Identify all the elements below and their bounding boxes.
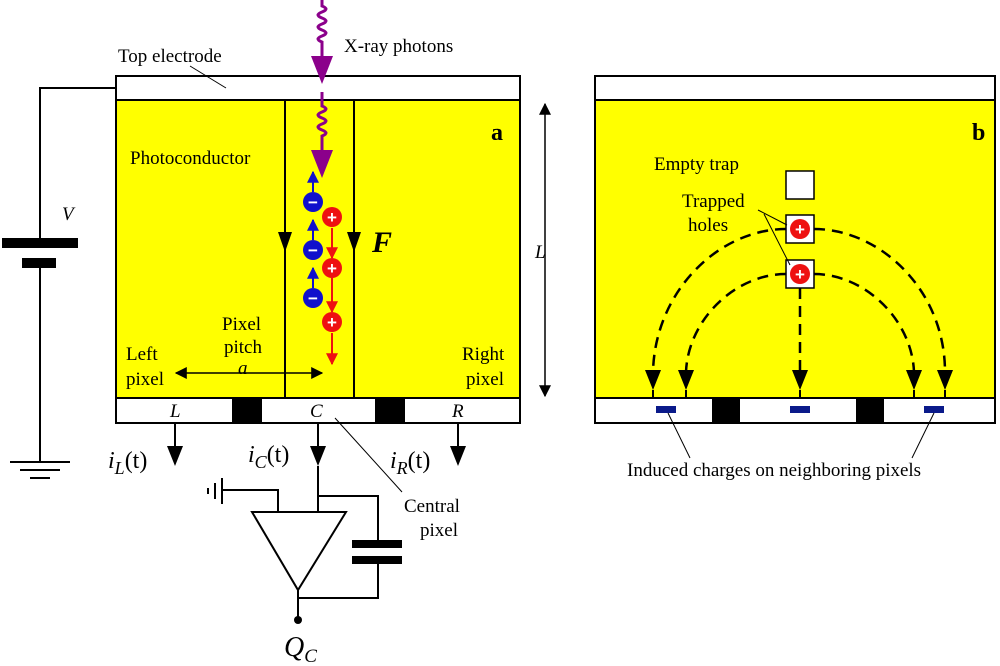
- electron: −: [303, 240, 323, 260]
- feedback-wire-top: [318, 495, 379, 540]
- amp-ground-wire: [222, 489, 279, 512]
- svg-text:+: +: [795, 265, 805, 284]
- electron: −: [303, 288, 323, 308]
- induction-arrowhead: [906, 370, 922, 390]
- pixel-gap-left-a: [232, 398, 262, 423]
- current-right-label: iR(t): [390, 448, 430, 478]
- induction-arrowhead: [792, 370, 808, 390]
- top-electrode-a: [115, 75, 521, 101]
- top-electrode-leader: [189, 65, 227, 89]
- xray-wave-top: [316, 0, 328, 58]
- panel-b: + + b Empty: [594, 75, 996, 481]
- trapped-holes-label-line1: Trapped: [682, 191, 745, 212]
- right-pixel-label-line1: Right: [462, 344, 505, 365]
- left-pixel-label-line2: pixel: [126, 369, 164, 390]
- left-pixel-label-line1: Left: [126, 344, 158, 365]
- panel-a: − − − + + +: [2, 0, 551, 666]
- induced-charges-leader: [667, 412, 691, 459]
- photoconductor-layer-b: [594, 99, 996, 399]
- trapped-holes-label-line2: holes: [688, 215, 728, 236]
- feedback-wire-bottom: [298, 564, 379, 599]
- induced-charges-label: Induced charges on neighboring pixels: [627, 460, 921, 481]
- pixel-pitch-label-line2: pitch: [224, 337, 262, 358]
- trapped-holes-leader: [763, 213, 791, 266]
- right-pixel-label-line2: pixel: [466, 369, 504, 390]
- svg-text:+: +: [327, 259, 337, 278]
- battery-short-plate: [22, 258, 56, 268]
- field-arrow-right: [347, 232, 361, 252]
- induction-line-inner: [813, 272, 916, 373]
- current-center-label: iC(t): [248, 442, 289, 472]
- induced-charge-right: [924, 406, 944, 413]
- top-electrode-b: [594, 75, 996, 101]
- induction-line-outer: [651, 227, 787, 373]
- trapped-holes-leader: [757, 209, 788, 226]
- field-arrow-left: [278, 232, 292, 252]
- pixel-label-right: R: [451, 401, 464, 422]
- output-node: [294, 616, 302, 624]
- svg-text:+: +: [795, 220, 805, 239]
- photoconductor-label: Photoconductor: [130, 148, 251, 169]
- capacitor-plate-bottom: [352, 556, 402, 564]
- pixel-label-center: C: [310, 401, 323, 422]
- hole: +: [322, 258, 342, 278]
- xray-wave-inside: [316, 92, 328, 150]
- current-arrowhead-right: [450, 446, 466, 466]
- pixel-pitch-label-line1: Pixel: [222, 314, 261, 335]
- empty-trap-label: Empty trap: [654, 154, 739, 175]
- central-pixel-leader: [334, 417, 403, 493]
- panel-b-label: b: [972, 120, 985, 146]
- induction-arrowhead: [678, 370, 694, 390]
- pixel-pitch-symbol: a: [238, 358, 248, 379]
- xray-label: X-ray photons: [344, 36, 453, 57]
- pixel-gap-left-b: [712, 398, 740, 423]
- pixel-gap-right-a: [375, 398, 405, 423]
- svg-text:−: −: [308, 193, 318, 212]
- xray-arrowhead-inside: [311, 150, 333, 178]
- output-charge-label: QC: [284, 632, 317, 666]
- induced-charge-left: [656, 406, 676, 413]
- svg-text:−: −: [308, 241, 318, 260]
- empty-trap: [785, 170, 815, 200]
- induction-arrowhead: [645, 370, 661, 390]
- trapped-hole: +: [790, 264, 810, 284]
- voltage-label: V: [62, 204, 76, 225]
- ground-symbol: [10, 461, 70, 479]
- field-label: F: [371, 226, 392, 259]
- hole: +: [322, 312, 342, 332]
- electron: −: [303, 192, 323, 212]
- trapped-hole: +: [790, 219, 810, 239]
- top-electrode-label: Top electrode: [118, 46, 222, 67]
- amplifier-triangle: [250, 511, 348, 592]
- xray-arrowhead-top: [311, 56, 333, 84]
- induced-charge-center: [790, 406, 810, 413]
- svg-text:−: −: [308, 289, 318, 308]
- induction-line-outer: [813, 227, 947, 373]
- panel-a-label: a: [491, 120, 503, 146]
- current-left-label: iL(t): [108, 448, 147, 478]
- bias-wire: [39, 87, 116, 240]
- central-pixel-label-line2: pixel: [420, 520, 458, 541]
- capacitor-plate-top: [352, 540, 402, 548]
- thickness-label: L: [534, 242, 546, 263]
- pixel-gap-right-b: [856, 398, 884, 423]
- battery-long-plate: [2, 238, 78, 248]
- hole: +: [322, 207, 342, 227]
- svg-text:+: +: [327, 208, 337, 227]
- induced-charges-leader: [911, 412, 935, 459]
- induction-arrowhead: [937, 370, 953, 390]
- pixel-label-left: L: [169, 401, 181, 422]
- induction-line-inner: [684, 272, 787, 373]
- current-arrowhead-left: [167, 446, 183, 466]
- current-arrowhead-center: [310, 446, 326, 466]
- amp-ground-symbol: [207, 478, 223, 504]
- svg-text:+: +: [327, 313, 337, 332]
- central-pixel-label-line1: Central: [404, 496, 460, 517]
